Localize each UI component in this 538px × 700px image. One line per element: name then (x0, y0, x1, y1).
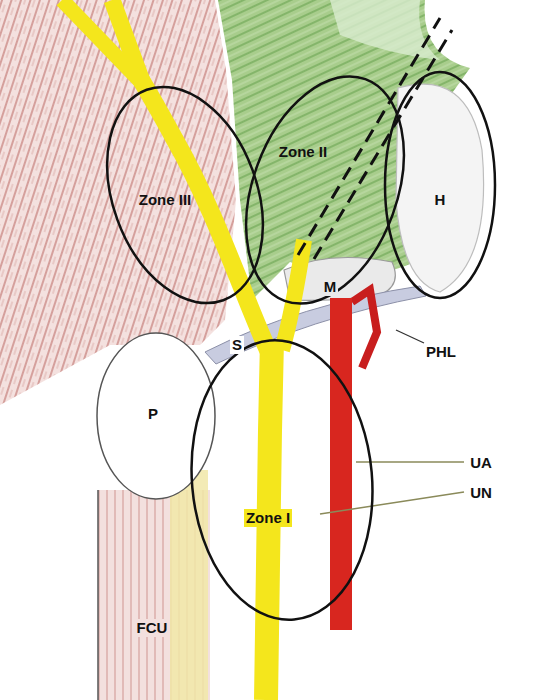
hamate-outline (385, 72, 495, 298)
fcu-tendon-edge (170, 470, 208, 700)
hamate-outline: H (385, 72, 495, 298)
zone-label: H (433, 191, 448, 210)
superficial-branch (140, 78, 268, 350)
part-label: PHL (424, 343, 458, 362)
label-holder: S (230, 336, 244, 355)
leader-line (320, 492, 464, 514)
label-holder: UA (468, 454, 494, 473)
part-label: S (230, 336, 244, 355)
zone-ellipse: Zone III (113, 83, 257, 307)
node-outline (253, 72, 397, 308)
node-outline (385, 72, 495, 298)
deep-branch (282, 240, 304, 350)
part-label: M (322, 278, 339, 297)
part-label: FCU (135, 619, 170, 638)
part-label: UA (468, 454, 494, 473)
superficial-branch-twig (62, 0, 143, 84)
zone-ellipse (79, 65, 291, 325)
leader-line (396, 330, 424, 343)
label-holder: UN (468, 484, 494, 503)
zone-ellipse: Zone I (192, 340, 372, 620)
zone-ellipse (180, 333, 384, 628)
label-holder: PHL (424, 343, 458, 362)
label-holder: FCU (135, 619, 170, 638)
label-holder: M (322, 278, 339, 297)
zone-ellipse (217, 54, 433, 325)
zone-label: Zone II (277, 143, 329, 162)
dashed-line (314, 30, 452, 259)
retinaculum-highlight (330, 0, 440, 60)
artery-branch (352, 290, 377, 368)
leader-line (356, 461, 464, 463)
zone-label: Zone I (244, 509, 292, 528)
part-label: UN (468, 484, 494, 503)
hamate-bone (396, 84, 484, 292)
zone-label: P (146, 405, 160, 424)
zone-ellipse: Zone II (253, 72, 397, 308)
dashed-line (298, 18, 440, 255)
zone-label: Zone III (137, 191, 194, 210)
node-outline (192, 340, 372, 620)
fcu-border (97, 490, 99, 700)
